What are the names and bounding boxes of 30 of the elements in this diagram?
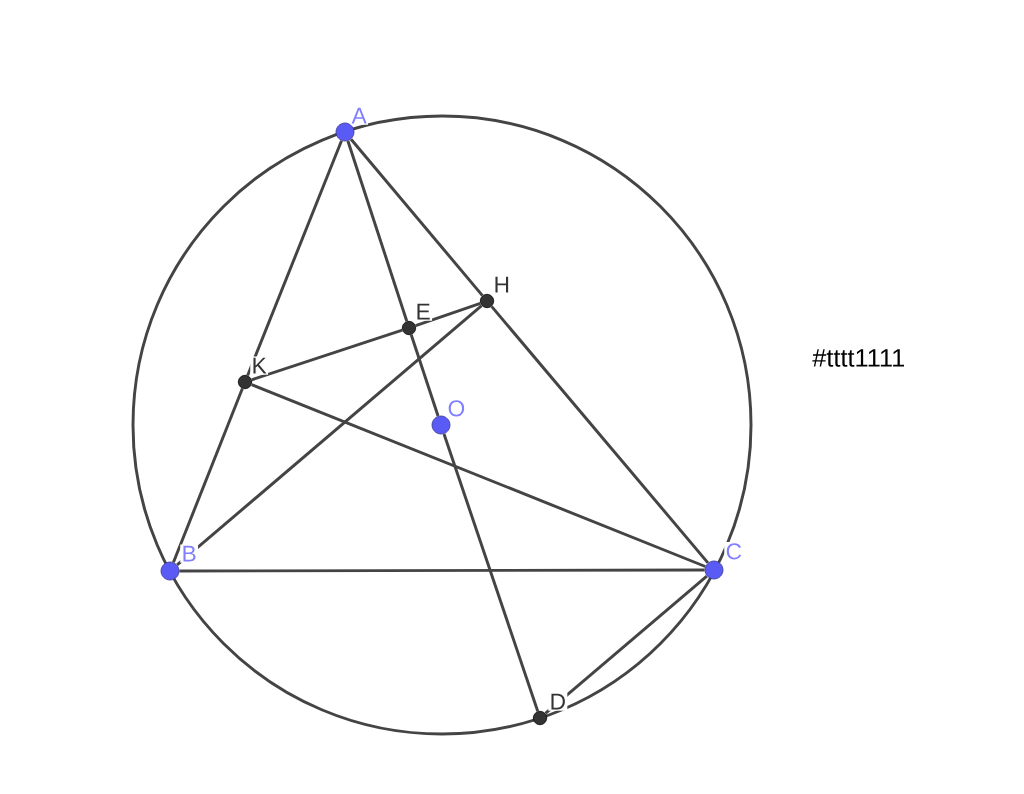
segment: [442, 433, 540, 712]
point-label: E: [414, 302, 433, 321]
segment: [490, 305, 710, 564]
point: [532, 710, 548, 726]
segment: [251, 328, 403, 382]
segment: [176, 304, 483, 567]
point-label: B: [180, 544, 199, 563]
segment: [544, 575, 708, 715]
segment: [172, 388, 244, 563]
point-label: A: [350, 106, 369, 125]
segment: [251, 383, 706, 568]
point: [704, 560, 724, 580]
segment: [349, 138, 484, 297]
point-label: O: [446, 399, 467, 418]
segment: [409, 334, 440, 417]
point: [479, 293, 495, 309]
point: [160, 561, 180, 581]
point: [401, 320, 417, 336]
segment: [346, 140, 409, 322]
point-label: K: [250, 356, 269, 375]
point-label: D: [548, 692, 568, 711]
point-label: C: [724, 542, 744, 561]
segment: [246, 140, 343, 376]
note: #tttt1111: [812, 349, 904, 367]
point-label: H: [492, 275, 512, 294]
point: [237, 374, 253, 390]
point: [335, 122, 355, 142]
segment: [415, 301, 481, 328]
point: [431, 415, 451, 435]
segment: [179, 568, 705, 573]
